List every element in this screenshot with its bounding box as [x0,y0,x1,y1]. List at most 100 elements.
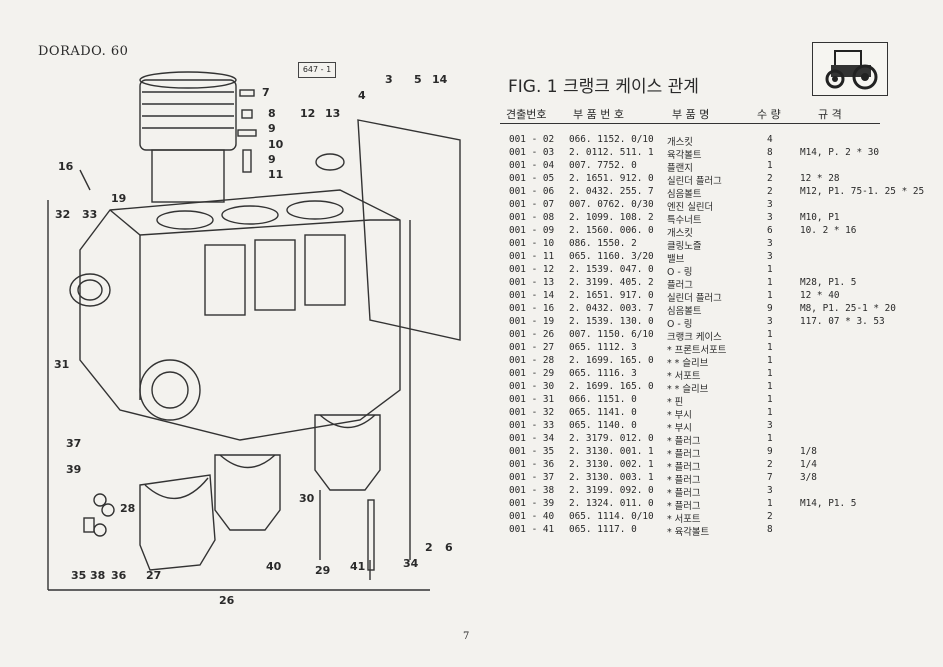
callout-14: 14 [432,73,448,86]
figure-reference-box: 647 - 1 [298,62,336,78]
callout-38: 38 [90,569,106,582]
table-cell-part-number: 066. 1151. 0 [569,394,637,405]
table-cell-part-number: 065. 1114. 0/10 [569,511,654,522]
table-cell-part-number: 2. 1539. 130. 0 [569,316,654,327]
table-cell-part-number: 065. 1160. 3/20 [569,251,654,262]
table-cell-item-number: 001 - 30 [509,381,555,392]
table-cell-item-number: 001 - 13 [509,277,555,288]
table-cell-part-name: * 플러그 [667,501,701,512]
header-item-number: 견출번호 [506,108,547,121]
callout-16: 16 [58,160,74,173]
table-cell-part-name: 밸브 [667,254,685,265]
table-cell-quantity: 1 [767,277,773,288]
table-cell-item-number: 001 - 37 [509,472,555,483]
table-cell-part-number: 065. 1116. 3 [569,368,637,379]
table-cell-part-name: * 플러그 [667,462,701,473]
callout-41: 41 [350,560,366,573]
callout-6: 6 [445,541,453,554]
callout-10: 10 [268,138,284,151]
table-cell-part-number: 2. 3130. 002. 1 [569,459,654,470]
table-cell-part-number: 2. 0432. 255. 7 [569,186,654,197]
callout-2: 2 [425,541,433,554]
table-cell-part-name: 심음볼트 [667,306,702,317]
callout-34: 34 [403,557,419,570]
table-cell-item-number: 001 - 12 [509,264,555,275]
table-cell-item-number: 001 - 27 [509,342,555,353]
table-cell-part-name: * 서포트 [667,514,701,525]
table-cell-item-number: 001 - 11 [509,251,555,262]
table-cell-specification: M14, P1. 5 [800,498,857,509]
table-cell-quantity: 3 [767,251,773,262]
callout-12: 12 [300,107,316,120]
table-cell-part-name: O - 링 [667,319,693,330]
table-cell-part-number: 2. 1651. 912. 0 [569,173,654,184]
table-cell-item-number: 001 - 07 [509,199,555,210]
table-cell-item-number: 001 - 32 [509,407,555,418]
table-cell-item-number: 001 - 35 [509,446,555,457]
table-cell-part-name: * 플러그 [667,449,701,460]
table-cell-quantity: 8 [767,147,773,158]
table-cell-part-name: * * 슬리브 [667,358,709,369]
table-cell-part-number: 086. 1550. 2 [569,238,637,249]
callout-29: 29 [315,564,331,577]
table-cell-item-number: 001 - 05 [509,173,555,184]
callout-9b: 9 [268,153,276,166]
table-cell-quantity: 1 [767,368,773,379]
callout-4: 4 [358,89,366,102]
header-divider [500,123,880,124]
table-cell-part-number: 065. 1117. 0 [569,524,637,535]
model-label: DORADO. 60 [38,44,129,59]
table-cell-item-number: 001 - 03 [509,147,555,158]
callout-28: 28 [120,502,136,515]
callout-37: 37 [66,437,82,450]
table-cell-item-number: 001 - 39 [509,498,555,509]
callout-13: 13 [325,107,341,120]
table-cell-quantity: 1 [767,329,773,340]
table-cell-part-number: 2. 1699. 165. 0 [569,381,654,392]
table-cell-part-name: * 플러그 [667,488,701,499]
table-cell-specification: 12 * 28 [800,173,840,184]
table-cell-quantity: 6 [767,225,773,236]
table-cell-quantity: 1 [767,290,773,301]
callout-11: 11 [268,168,284,181]
table-cell-part-number: 065. 1140. 0 [569,420,637,431]
table-cell-part-name: 실린더 플러그 [667,176,722,187]
table-cell-item-number: 001 - 02 [509,134,555,145]
table-cell-specification: 10. 2 * 16 [800,225,857,236]
tractor-icon [812,42,888,96]
table-cell-item-number: 001 - 19 [509,316,555,327]
table-cell-part-name: * 서포트 [667,371,701,382]
table-cell-quantity: 3 [767,420,773,431]
table-cell-quantity: 8 [767,524,773,535]
table-cell-part-number: 2. 0112. 511. 1 [569,147,654,158]
table-cell-item-number: 001 - 31 [509,394,555,405]
table-cell-specification: 1/8 [800,446,817,457]
callout-27: 27 [146,569,162,582]
header-specification: 규 격 [818,108,842,121]
table-cell-specification: M28, P1. 5 [800,277,857,288]
callout-19: 19 [111,192,127,205]
table-cell-specification: M12, P1. 75-1. 25 * 25 [800,186,925,197]
header-part-name: 부 품 명 [672,108,710,121]
table-cell-part-name: * 프론트서포트 [667,345,727,356]
table-cell-specification: M10, P1 [800,212,840,223]
table-cell-item-number: 001 - 08 [509,212,555,223]
table-cell-specification: 3/8 [800,472,817,483]
table-cell-part-name: 개스킷 [667,228,693,239]
table-cell-specification: 12 * 40 [800,290,840,301]
table-cell-part-number: 2. 1651. 917. 0 [569,290,654,301]
callout-31: 31 [54,358,70,371]
table-cell-quantity: 2 [767,173,773,184]
callout-8: 8 [268,107,276,120]
callout-26: 26 [219,594,235,607]
table-cell-part-name: * * 슬리브 [667,384,709,395]
table-cell-part-number: 007. 1150. 6/10 [569,329,654,340]
table-cell-part-name: 클링노즐 [667,241,702,252]
table-cell-quantity: 3 [767,199,773,210]
table-cell-specification: M14, P. 2 * 30 [800,147,880,158]
table-cell-quantity: 9 [767,446,773,457]
table-cell-part-number: 066. 1152. 0/10 [569,134,654,145]
table-cell-specification: 1/4 [800,459,817,470]
table-cell-specification: M8, P1. 25-1 * 20 [800,303,896,314]
table-cell-part-name: 플랜지 [667,163,693,174]
